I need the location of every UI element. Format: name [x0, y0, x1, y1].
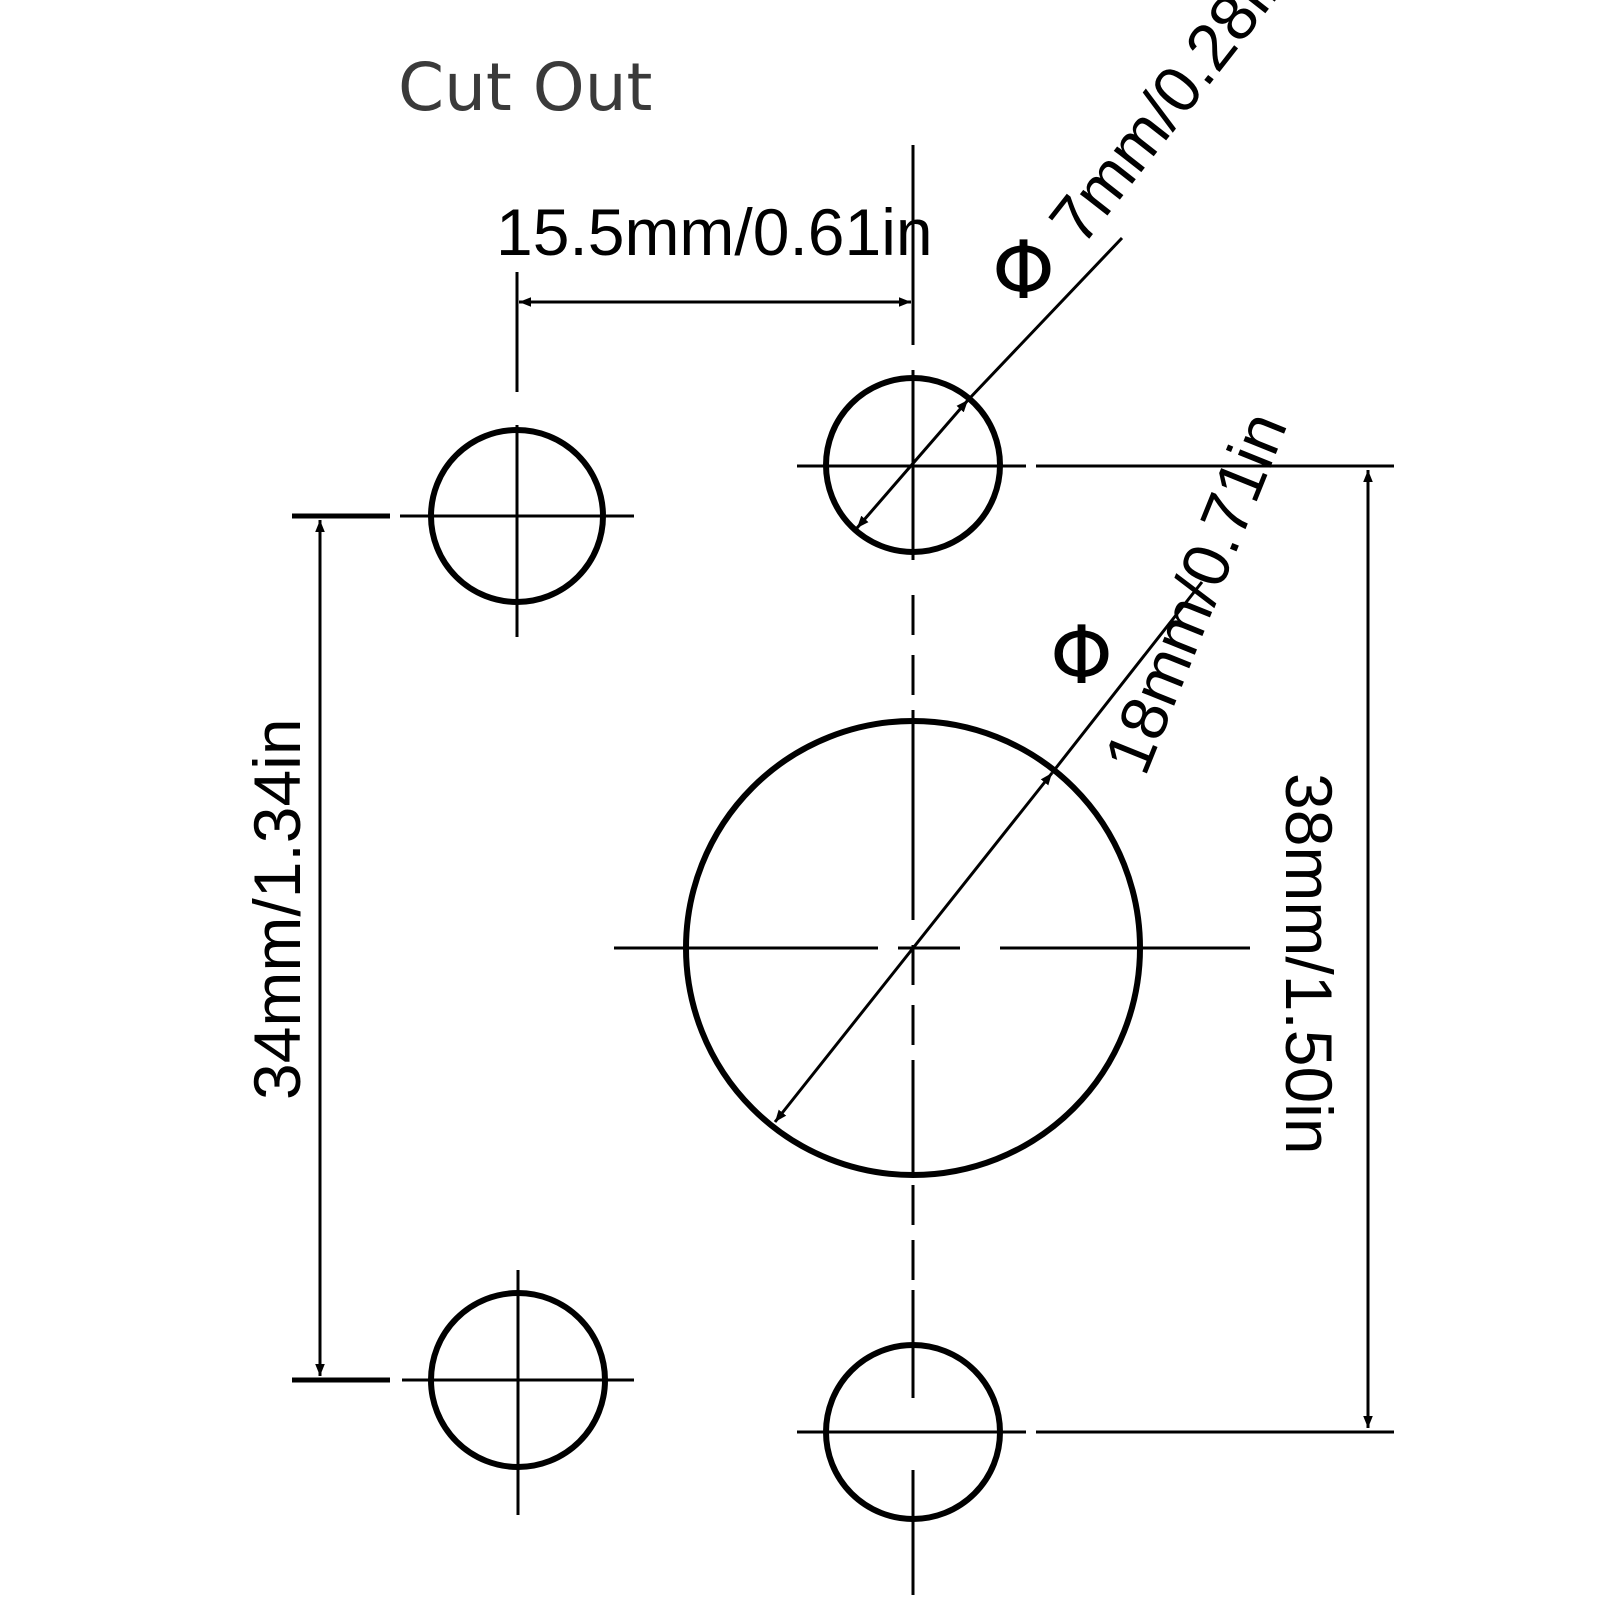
dimension-right-vertical: 38mm/1.50in — [1036, 464, 1394, 1434]
hole-bottom-left — [402, 1270, 634, 1515]
phi-symbol-small: Φ — [992, 224, 1055, 317]
label-left-vertical: 34mm/1.34in — [240, 718, 314, 1100]
dimension-horizontal-spacing: 15.5mm/0.61in — [496, 195, 933, 392]
label-small-diameter: 7mm/0.28in — [1035, 0, 1306, 257]
hole-top-left — [400, 425, 634, 637]
phi-symbol-large: Φ — [1050, 609, 1113, 702]
label-right-vertical: 38mm/1.50in — [1272, 773, 1346, 1155]
label-horizontal-spacing: 15.5mm/0.61in — [496, 195, 933, 269]
diagram-title: Cut Out — [398, 49, 652, 126]
hole-center-large — [614, 718, 1250, 1178]
label-large-diameter: 18mm/0.71in — [1089, 402, 1301, 783]
dimension-left-vertical: 34mm/1.34in — [240, 513, 390, 1383]
